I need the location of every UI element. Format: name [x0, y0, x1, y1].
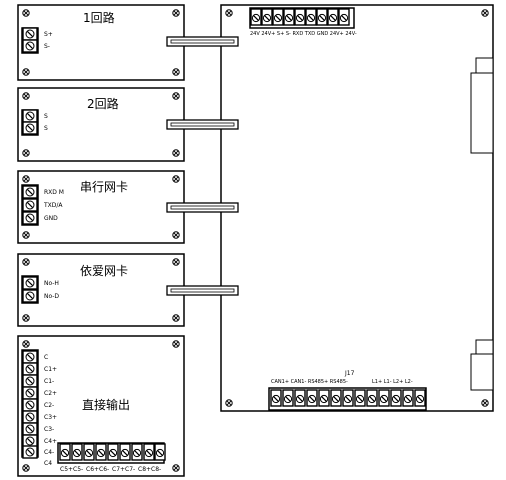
screw-icon	[172, 149, 180, 157]
screw-icon	[225, 399, 233, 407]
cable-card-4	[166, 285, 239, 296]
card-5-bottom-label: C7-	[125, 466, 136, 473]
mainboard-bottom-header: J17	[345, 370, 355, 377]
cable-card-3	[166, 202, 239, 213]
screw-icon	[22, 258, 30, 266]
card-4-outline	[17, 253, 185, 327]
card-4-terminal-label: No-H	[44, 280, 59, 287]
screw-icon	[22, 464, 30, 472]
card-5-bottom-label: C6-	[99, 466, 110, 473]
card-5-side-label: C4	[44, 460, 53, 467]
mainboard-outline	[220, 4, 494, 412]
screw-icon	[22, 175, 30, 183]
mainboard-bottom-terminal-label-right: L1+ L1- L2+ L2-	[372, 379, 413, 385]
screw-icon	[481, 399, 489, 407]
card-1-terminal-label: S+	[44, 31, 53, 38]
card-5-side-label: C3-	[44, 426, 55, 433]
card-1-outline	[17, 4, 185, 81]
screw-icon	[172, 175, 180, 183]
card-3-title: 串行网卡	[80, 180, 129, 194]
mainboard-right-connector-bottom	[470, 339, 494, 391]
card-1-title: 1回路	[83, 11, 115, 25]
screw-icon	[22, 9, 30, 17]
screw-icon	[22, 314, 30, 322]
card-5-side-label: C4-	[44, 449, 55, 456]
card-5-side-label: C1-	[44, 378, 55, 385]
card-3-terminal-label: RXD M	[44, 189, 64, 196]
card-5-side-label: C	[44, 354, 49, 361]
screw-icon	[172, 340, 180, 348]
mainboard-bottom-terminal-block	[268, 387, 427, 411]
card-3-terminal-label: GND	[44, 215, 58, 222]
card-5-bottom-terminal-block	[57, 442, 166, 464]
screw-icon	[22, 340, 30, 348]
screw-icon	[172, 68, 180, 76]
screw-icon	[22, 92, 30, 100]
card-2-terminal-label: S	[44, 125, 48, 132]
card-2-terminal-label: S	[44, 113, 48, 120]
card-5-bottom-label: C8+	[138, 466, 152, 473]
card-1-terminal-block	[21, 27, 39, 54]
card-3-terminal-block	[21, 184, 39, 226]
card-4-terminal-label: No-D	[44, 293, 60, 300]
card-4-terminal-block	[21, 275, 39, 304]
card-4-title: 依爱网卡	[80, 264, 129, 278]
card-5-side-terminal-block	[21, 349, 39, 459]
card-5-side-label: C1+	[44, 366, 58, 373]
screw-icon	[22, 68, 30, 76]
card-3-outline	[17, 170, 185, 244]
mainboard-top-terminal-label: 24V 24V+ S+ S- RXD TXD GND 24V+ 24V-	[250, 31, 357, 37]
screw-icon	[172, 231, 180, 239]
card-5-side-label: C3+	[44, 414, 58, 421]
card-5-bottom-label: C5-	[73, 466, 84, 473]
screw-icon	[22, 149, 30, 157]
screw-icon	[22, 231, 30, 239]
mainboard-right-connector-top	[470, 57, 494, 154]
screw-icon	[225, 9, 233, 17]
card-5-bottom-label: C8-	[151, 466, 162, 473]
screw-icon	[172, 464, 180, 472]
card-5-bottom-label: C7+	[112, 466, 126, 473]
card-2-terminal-block	[21, 109, 39, 136]
card-3-terminal-label: TXD/A	[44, 202, 63, 209]
card-5-side-label: C4+	[44, 438, 58, 445]
card-5-side-label: C2+	[44, 390, 58, 397]
mainboard-bottom-terminal-label-left: CAN1+ CAN1- RS485+ RS485-	[271, 379, 348, 385]
screw-icon	[172, 9, 180, 17]
screw-icon	[172, 92, 180, 100]
mainboard-top-terminal-block	[249, 7, 355, 29]
card-5-side-label: C2-	[44, 402, 55, 409]
screw-icon	[172, 314, 180, 322]
cable-card-1	[166, 36, 239, 47]
screw-icon	[172, 258, 180, 266]
screw-icon	[481, 9, 489, 17]
cable-card-2	[166, 119, 239, 130]
card-2-title: 2回路	[87, 97, 119, 111]
card-5-title: 直接输出	[82, 398, 131, 412]
card-1-terminal-label: S-	[44, 43, 50, 50]
card-5-bottom-label: C6+	[86, 466, 100, 473]
card-5-bottom-label: C5+	[60, 466, 74, 473]
